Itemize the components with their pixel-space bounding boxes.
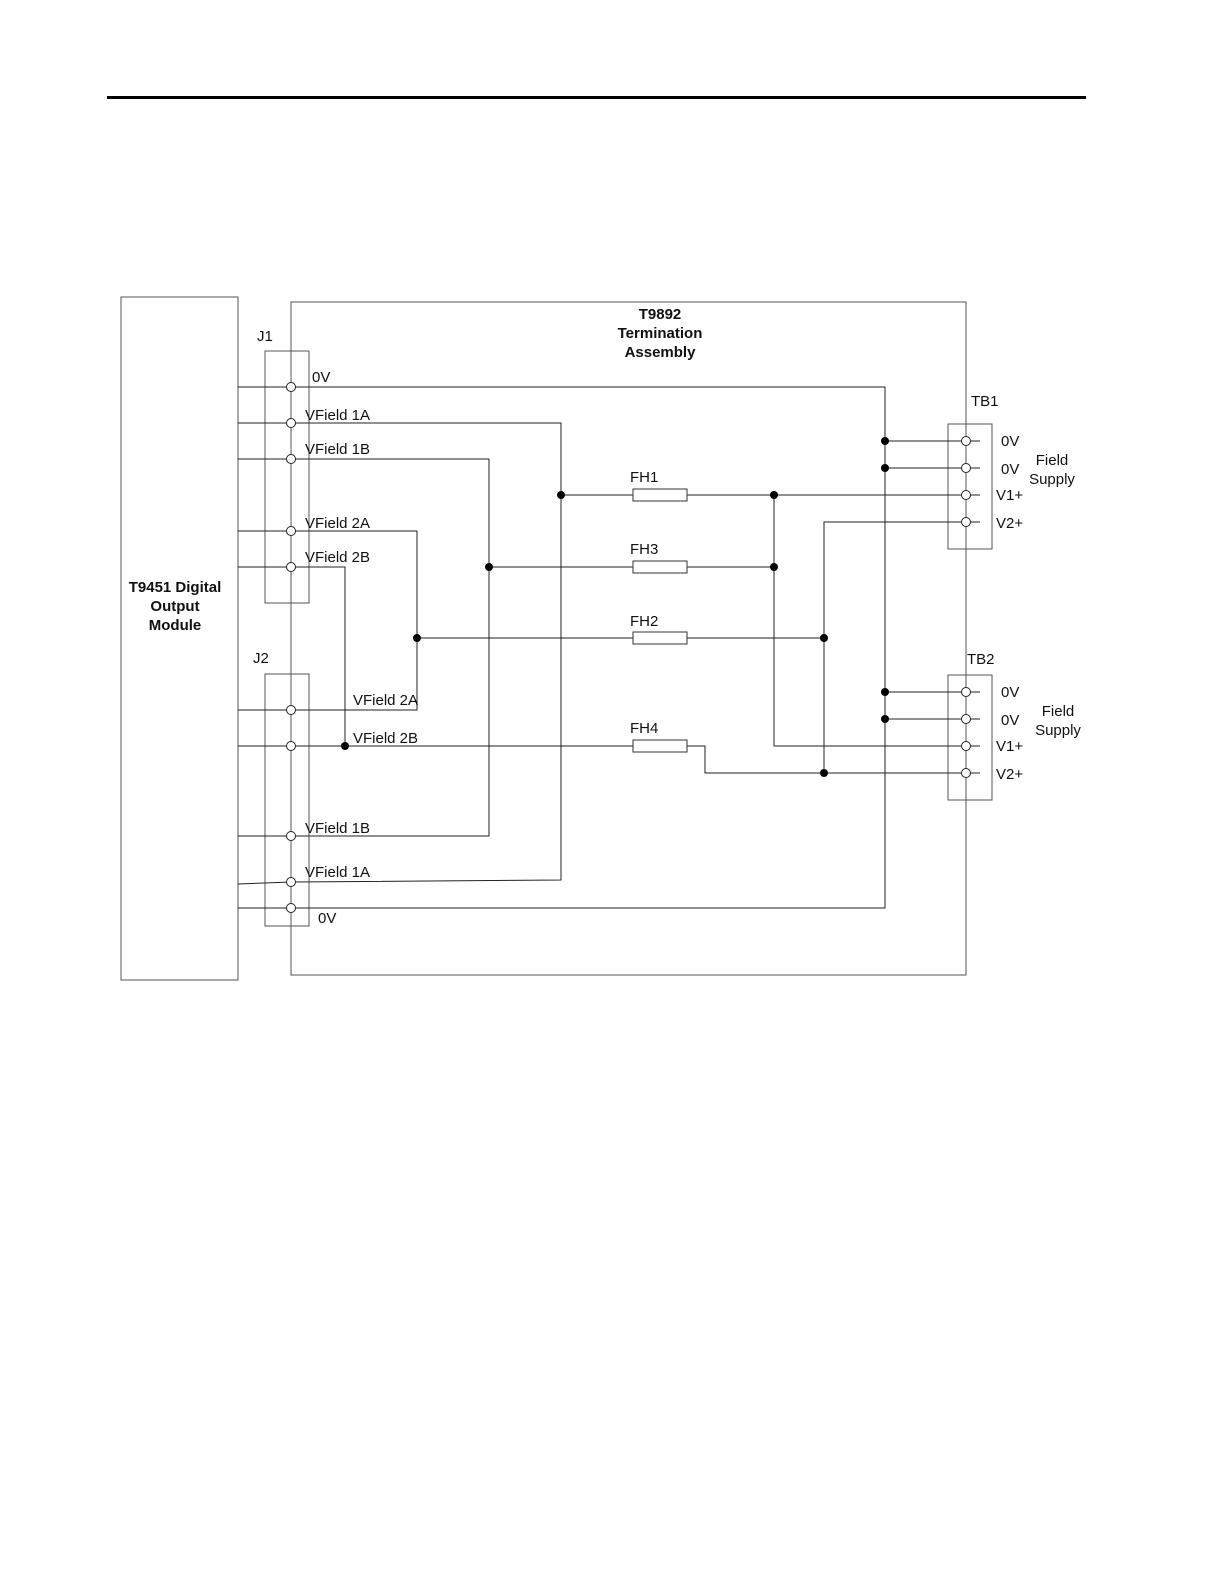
tb2-field-supply-line-2: Supply <box>1035 722 1081 739</box>
j1-pin-vfield-2a: VField 2A <box>305 515 370 532</box>
fuse-fh1 <box>633 489 687 501</box>
tb2-field-supply-line-1: Field <box>1042 703 1075 720</box>
digital-output-module-box <box>121 297 238 980</box>
assembly-label-line-3: Assembly <box>625 344 697 361</box>
tb2-pin-v1-plus: V1+ <box>996 738 1023 755</box>
tb2-pin-0v-2: 0V <box>1001 712 1019 729</box>
j1-label: J1 <box>257 328 273 345</box>
tb2-label: TB2 <box>967 651 995 668</box>
fuse-fh4 <box>633 740 687 752</box>
j1-pin-vfield-2b: VField 2B <box>305 549 370 566</box>
tb1-pin-0v-2: 0V <box>1001 461 1019 478</box>
module-label-line-3: Module <box>149 617 202 634</box>
tb1-pin-0v-1: 0V <box>1001 433 1019 450</box>
junction-dots <box>341 437 889 777</box>
tb2-pin-v2-plus: V2+ <box>996 766 1023 783</box>
assembly-label-line-2: Termination <box>618 325 703 342</box>
tb1-field-supply-line-2: Supply <box>1029 471 1075 488</box>
tb1-pin-v2-plus: V2+ <box>996 515 1023 532</box>
fuse-fh2-label: FH2 <box>630 613 658 630</box>
module-label-line-2: Output <box>150 598 199 615</box>
j2-pin-vfield-2b: VField 2B <box>353 730 418 747</box>
fuse-fh4-label: FH4 <box>630 720 658 737</box>
j1-pin-0v: 0V <box>312 369 330 386</box>
j2-pin-vfield-1a: VField 1A <box>305 864 370 881</box>
j1-pin-vfield-1a: VField 1A <box>305 407 370 424</box>
tb1-pin-v1-plus: V1+ <box>996 487 1023 504</box>
j2-pin-vfield-1b: VField 1B <box>305 820 370 837</box>
connector-terminals <box>287 383 971 913</box>
tb1-label: TB1 <box>971 393 999 410</box>
internal-wiring <box>291 387 980 908</box>
tb2-pin-0v-1: 0V <box>1001 684 1019 701</box>
assembly-label-line-1: T9892 <box>639 306 682 323</box>
j2-pin-vfield-2a: VField 2A <box>353 692 418 709</box>
j2-label: J2 <box>253 650 269 667</box>
fuse-fh2 <box>633 632 687 644</box>
j2-pin-0v: 0V <box>318 910 336 927</box>
module-label-line-1: T9451 Digital <box>129 579 222 596</box>
fuse-fh3 <box>633 561 687 573</box>
fuse-fh1-label: FH1 <box>630 469 658 486</box>
j1-pin-vfield-1b: VField 1B <box>305 441 370 458</box>
tb1-field-supply-line-1: Field <box>1036 452 1069 469</box>
fuse-fh3-label: FH3 <box>630 541 658 558</box>
